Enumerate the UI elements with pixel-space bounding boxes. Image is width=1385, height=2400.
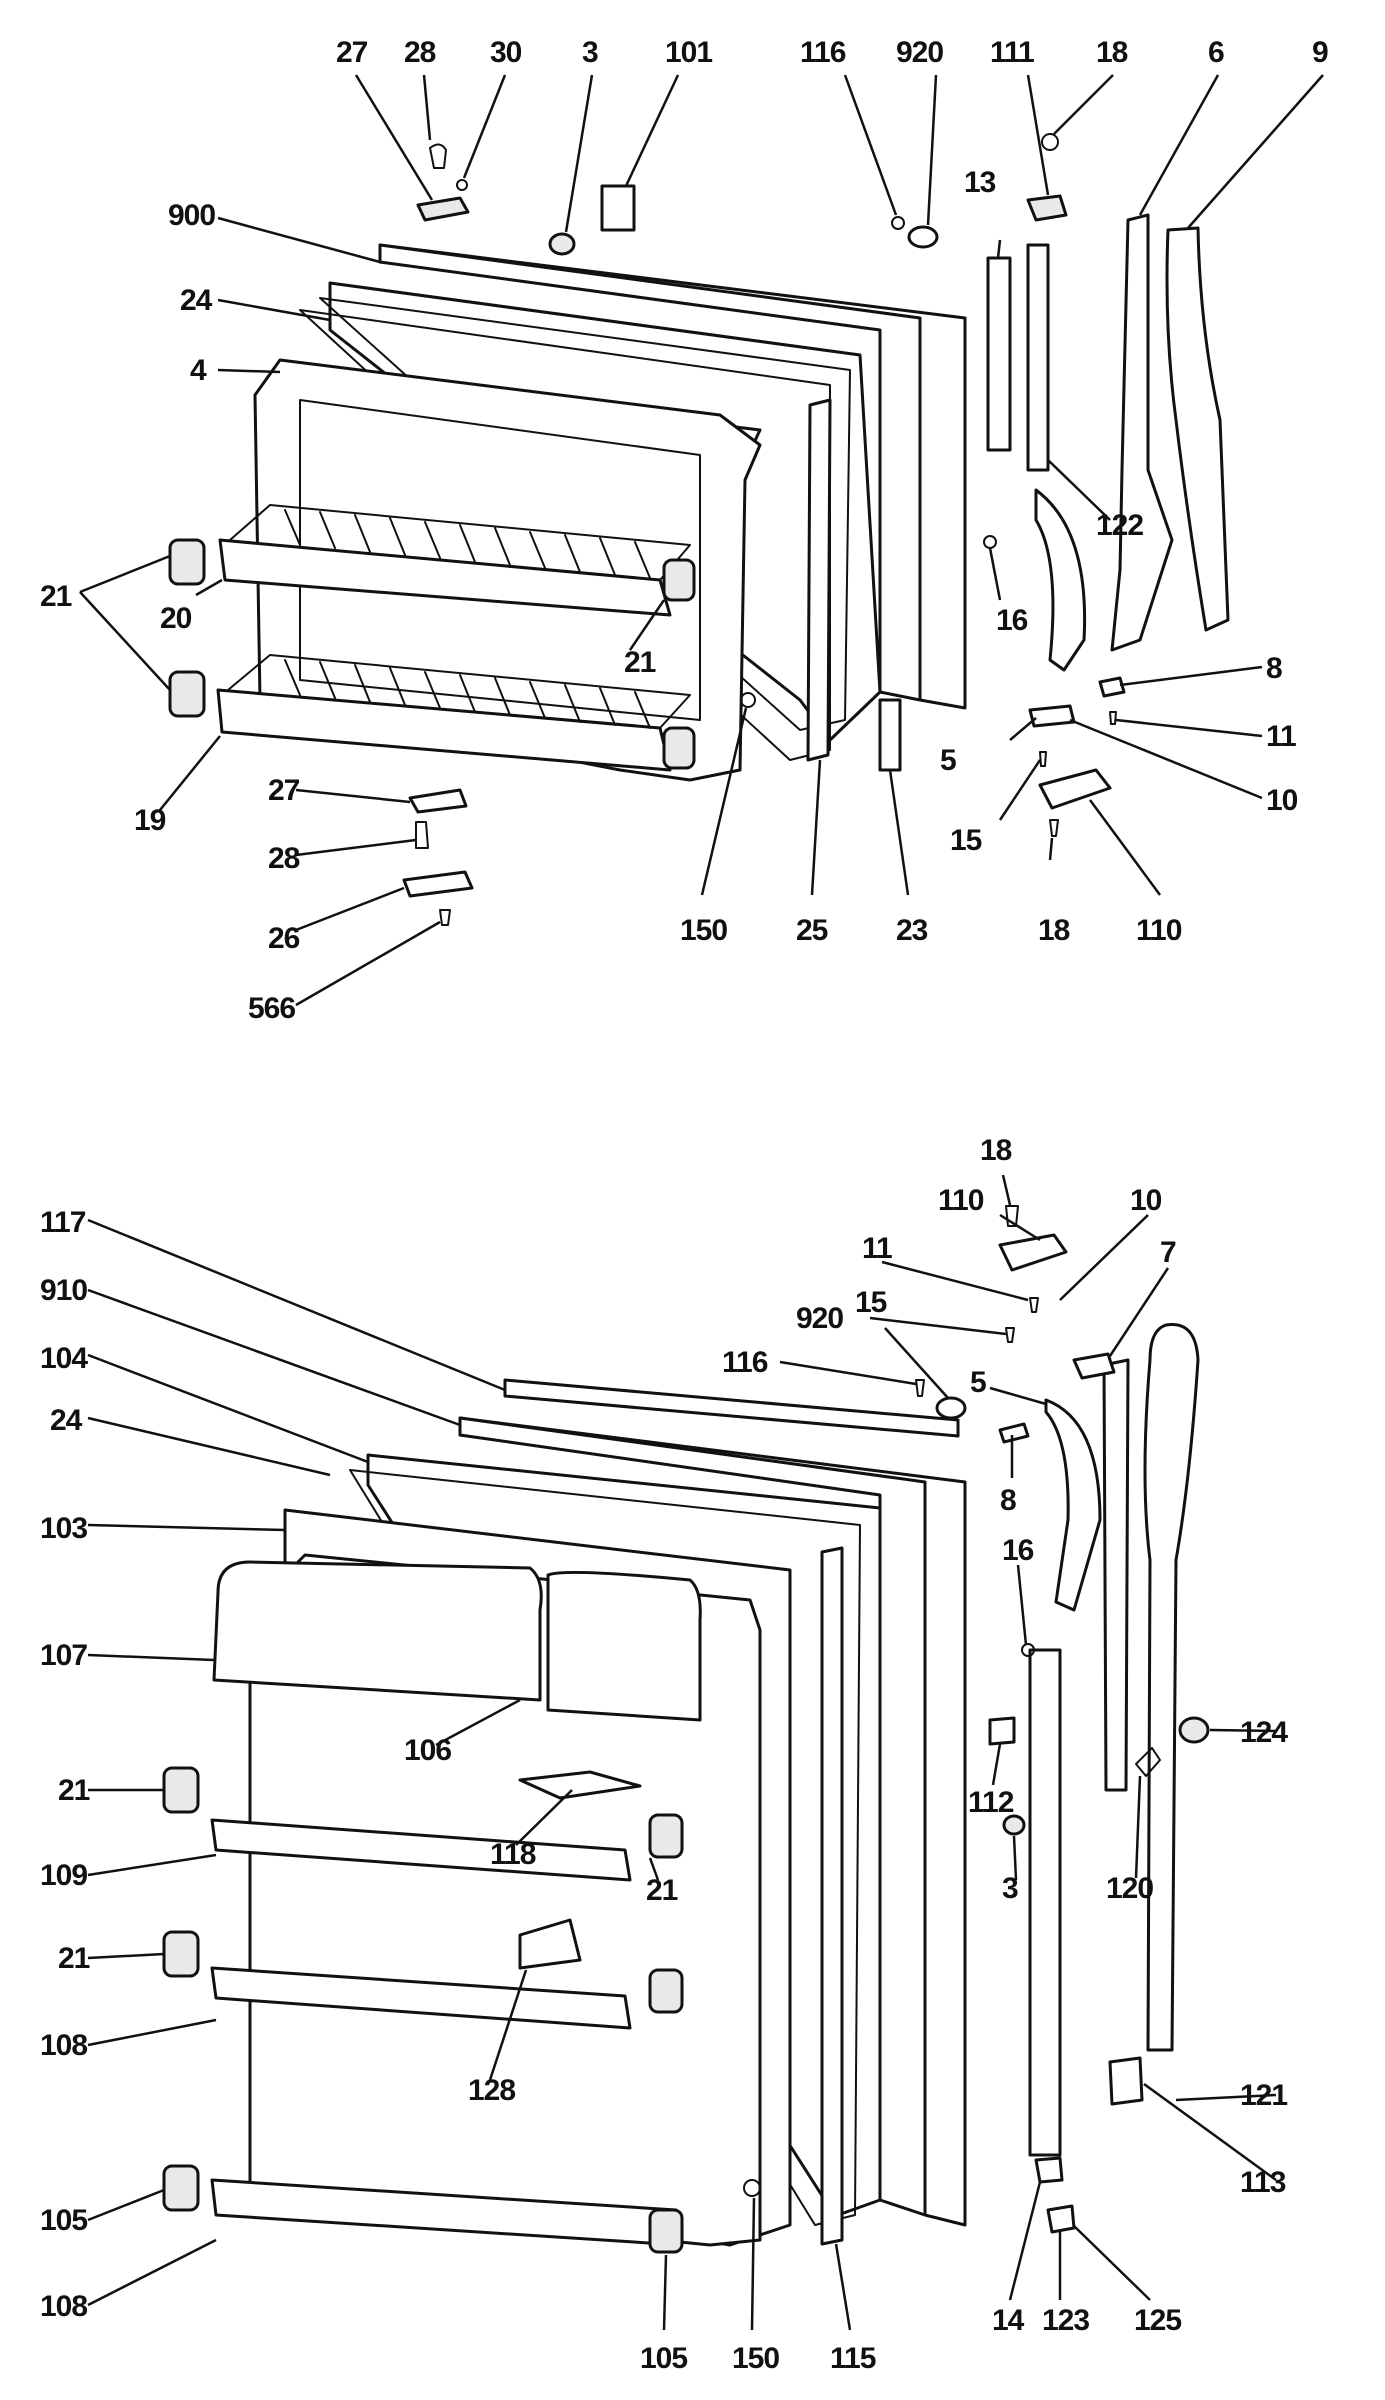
callout-118: 118 <box>490 1838 536 1871</box>
callout-104: 104 <box>40 1342 88 1375</box>
callout-115: 115 <box>830 2342 876 2375</box>
callout-19: 19 <box>134 804 166 837</box>
callout-4: 4 <box>190 354 207 387</box>
callout-21-upper-right: 21 <box>624 646 656 679</box>
callout-28-top: 28 <box>404 36 436 69</box>
callout-18-top: 18 <box>1096 36 1128 69</box>
callout-26: 26 <box>268 922 300 955</box>
callout-124: 124 <box>1240 1716 1288 1749</box>
callout-11-top: 11 <box>1266 720 1296 753</box>
callout-3-lower: 3 <box>1002 1872 1018 1905</box>
callout-123: 123 <box>1042 2304 1089 2337</box>
callout-566: 566 <box>248 992 295 1025</box>
callout-900: 900 <box>168 199 215 232</box>
callout-8-top: 8 <box>1266 652 1282 685</box>
callout-101: 101 <box>665 36 712 69</box>
callout-16-top: 16 <box>996 604 1028 637</box>
callout-3-top: 3 <box>582 36 598 69</box>
callout-111: 111 <box>990 36 1034 69</box>
callout-27-bottom: 27 <box>268 774 300 807</box>
lower-shelf-ribs <box>284 659 651 729</box>
callout-5-lower: 5 <box>970 1366 986 1399</box>
callout-10-lower: 10 <box>1130 1184 1162 1217</box>
callout-105-left: 105 <box>40 2204 87 2237</box>
lower-callout-labels: 18 110 10 11 7 15 920 116 5 117 910 104 … <box>40 1134 1289 2375</box>
callout-105-bottom: 105 <box>640 2342 687 2375</box>
callout-28-bottom: 28 <box>268 842 300 875</box>
callout-16-lower: 16 <box>1002 1534 1034 1567</box>
callout-14: 14 <box>992 2304 1025 2337</box>
callout-106: 106 <box>404 1734 451 1767</box>
callout-108-b: 108 <box>40 2290 87 2323</box>
callout-21-lower-a: 21 <box>58 1774 90 1807</box>
callout-24-top: 24 <box>180 284 213 317</box>
callout-110-lower: 110 <box>938 1184 984 1217</box>
callout-116-top: 116 <box>800 36 846 69</box>
callout-116-lower: 116 <box>722 1346 768 1379</box>
callout-5-top: 5 <box>940 744 956 777</box>
lower-door-assembly <box>162 1205 1210 2254</box>
callout-15-lower: 15 <box>855 1286 887 1319</box>
callout-122: 122 <box>1096 509 1143 542</box>
callout-9: 9 <box>1312 36 1328 69</box>
upper-door-assembly <box>168 133 1230 926</box>
callout-30: 30 <box>490 36 522 69</box>
callout-108-a: 108 <box>40 2029 87 2062</box>
callout-21-lower-b: 21 <box>646 1874 678 1907</box>
upper-shelf-ribs <box>284 509 651 579</box>
callout-125: 125 <box>1134 2304 1181 2337</box>
callout-15-top: 15 <box>950 824 982 857</box>
callout-109: 109 <box>40 1859 87 1892</box>
callout-20: 20 <box>160 602 192 635</box>
callout-112: 112 <box>968 1786 1014 1819</box>
callout-113: 113 <box>1240 2166 1286 2199</box>
callout-8-lower: 8 <box>1000 1484 1016 1517</box>
callout-18-lower: 18 <box>980 1134 1012 1167</box>
callout-103: 103 <box>40 1512 87 1545</box>
callout-110-top: 110 <box>1136 914 1182 947</box>
callout-7: 7 <box>1160 1236 1176 1269</box>
callout-117: 117 <box>40 1206 86 1239</box>
callout-910: 910 <box>40 1274 87 1307</box>
callout-11-lower: 11 <box>862 1232 892 1265</box>
callout-6: 6 <box>1208 36 1224 69</box>
callout-27-top: 27 <box>336 36 368 69</box>
callout-150-top: 150 <box>680 914 727 947</box>
callout-25: 25 <box>796 914 828 947</box>
callout-21-lower-c: 21 <box>58 1942 90 1975</box>
callout-23: 23 <box>896 914 928 947</box>
callout-24-lower: 24 <box>50 1404 83 1437</box>
callout-920-top: 920 <box>896 36 943 69</box>
callout-21-upper-left: 21 <box>40 580 72 613</box>
callout-18-bottom: 18 <box>1038 914 1070 947</box>
callout-120: 120 <box>1106 1872 1153 1905</box>
leader-lines <box>79 74 1324 2331</box>
callout-13: 13 <box>964 166 996 199</box>
callout-107: 107 <box>40 1639 87 1672</box>
callout-150-lower: 150 <box>732 2342 779 2375</box>
upper-callout-labels: 27 28 30 3 101 116 920 111 18 6 9 900 24… <box>40 36 1329 1025</box>
callout-128: 128 <box>468 2074 515 2107</box>
callout-10-top: 10 <box>1266 784 1298 817</box>
callout-920-lower: 920 <box>796 1302 843 1335</box>
callout-121: 121 <box>1240 2079 1287 2112</box>
